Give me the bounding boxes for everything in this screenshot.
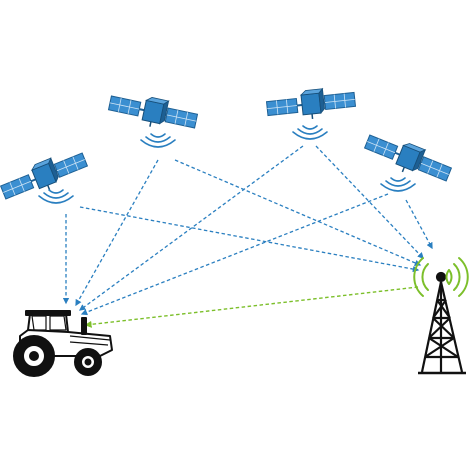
tractor (13, 310, 113, 377)
satellite-1-waves (38, 189, 74, 204)
signal-links (62, 145, 433, 316)
link-sat1-tower (79, 206, 420, 273)
broadcast-waves-icon (413, 257, 469, 297)
satellite-2-waves (140, 133, 176, 148)
satellite-icon (360, 127, 456, 190)
radio-tower-icon (418, 271, 466, 375)
satellite-3-waves (292, 125, 328, 140)
link-sat3-tractor (78, 145, 304, 311)
link-sat2-tractor (75, 159, 159, 307)
satellite-icon (264, 84, 358, 125)
base-station (413, 257, 469, 375)
link-sat2-tower (174, 159, 422, 266)
tractor-icon (13, 310, 113, 377)
link-sat3-tower (315, 145, 424, 259)
satellite-4 (360, 127, 456, 190)
link-sat4-tower (405, 199, 433, 250)
satellite-1 (0, 145, 92, 208)
link-tower-tractor (84, 286, 419, 328)
link-sat4-tractor (80, 193, 389, 316)
satellite-3 (264, 84, 358, 125)
satellite-4-waves (380, 177, 416, 192)
satellite-2 (105, 88, 200, 137)
satellite-icon (0, 145, 92, 208)
satellite-icon (105, 88, 200, 137)
